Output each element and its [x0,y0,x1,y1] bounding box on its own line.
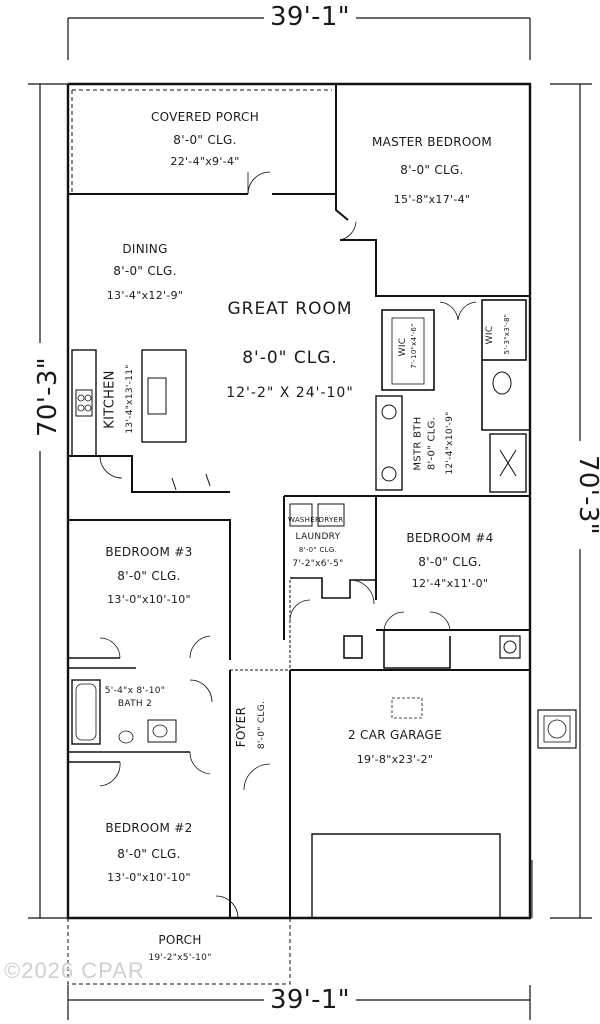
bedroom4-size: 12'-4"x11'-0" [411,577,489,590]
covered-porch-outline [71,89,332,192]
laundry-size: 7'-2"x6'-5" [292,559,344,569]
bedroom2-size: 13'-0"x10'-10" [107,871,191,884]
master-bedroom-name: MASTER BEDROOM [371,135,493,149]
bath2-name: BATH 2 [117,699,153,709]
overall-depth-right: 70'-3" [573,441,600,549]
great-room-ceiling: 8'-0" CLG. [242,348,338,368]
laundry-name: LAUNDRY [295,532,341,542]
great-room-name: GREAT ROOM [227,299,353,319]
porch-size: 19'-2"x5'-10" [148,953,212,963]
overall-depth-left: 70'-3" [33,343,63,451]
wic-left-name: WIC [398,337,408,357]
bath2-size: 5'-4"x 8'-10" [104,686,166,696]
covered-porch-ceiling: 8'-0" CLG. [173,133,237,147]
copyright-watermark: ©2026 CPAR [4,958,145,983]
bedroom3-name: BEDROOM #3 [105,545,193,559]
foyer-ceiling: 8'-0" CLG. [257,700,267,750]
bedroom3-ceiling: 8'-0" CLG. [117,569,181,583]
foyer-name: FOYER [234,706,248,748]
dining-ceiling: 8'-0" CLG. [113,264,177,278]
master-bath-size: 12'-4"x10'-9" [445,411,455,475]
covered-porch-name: COVERED PORCH [150,110,260,124]
exterior-walls [66,82,532,920]
garage-name: 2 CAR GARAGE [347,728,443,742]
bedroom4-name: BEDROOM #4 [406,531,494,545]
washer-label: WASHER [288,516,321,524]
master-bedroom-ceiling: 8'-0" CLG. [400,163,464,177]
bedroom3-size: 13'-0"x10'-10" [107,593,191,606]
great-room-size: 12'-2" X 24'-10" [226,385,354,401]
master-bedroom-size: 15'-8"x17'-4" [393,193,471,206]
overall-width-bottom: 39'-1" [264,985,356,1015]
wic-right-name: WIC [485,325,495,345]
dryer-label: DRYER [318,516,344,524]
kitchen-size: 13'-4"x13'-11" [125,364,135,434]
bedroom2-ceiling: 8'-0" CLG. [117,847,181,861]
wic-left-size: 7'-10"x4'-6" [410,323,418,369]
kitchen-name: KITCHEN [102,370,118,429]
overall-width-top: 39'-1" [264,2,356,32]
dining-name: DINING [122,242,168,256]
bedroom4-ceiling: 8'-0" CLG. [418,555,482,569]
wic-right-size: 5'-3"x3'-8" [503,313,511,355]
garage-size: 19'-8"x23'-2" [356,753,434,766]
laundry-ceiling: 8'-0" CLG. [298,546,338,554]
porch-name: PORCH [158,933,202,947]
covered-porch-size: 22'-4"x9'-4" [170,155,240,168]
bedroom2-name: BEDROOM #2 [105,821,193,835]
dining-size: 13'-4"x12'-9" [106,289,184,302]
master-bath-name: MSTR BTH [412,416,424,471]
master-bath-ceiling: 8'-0" CLG. [426,416,438,471]
